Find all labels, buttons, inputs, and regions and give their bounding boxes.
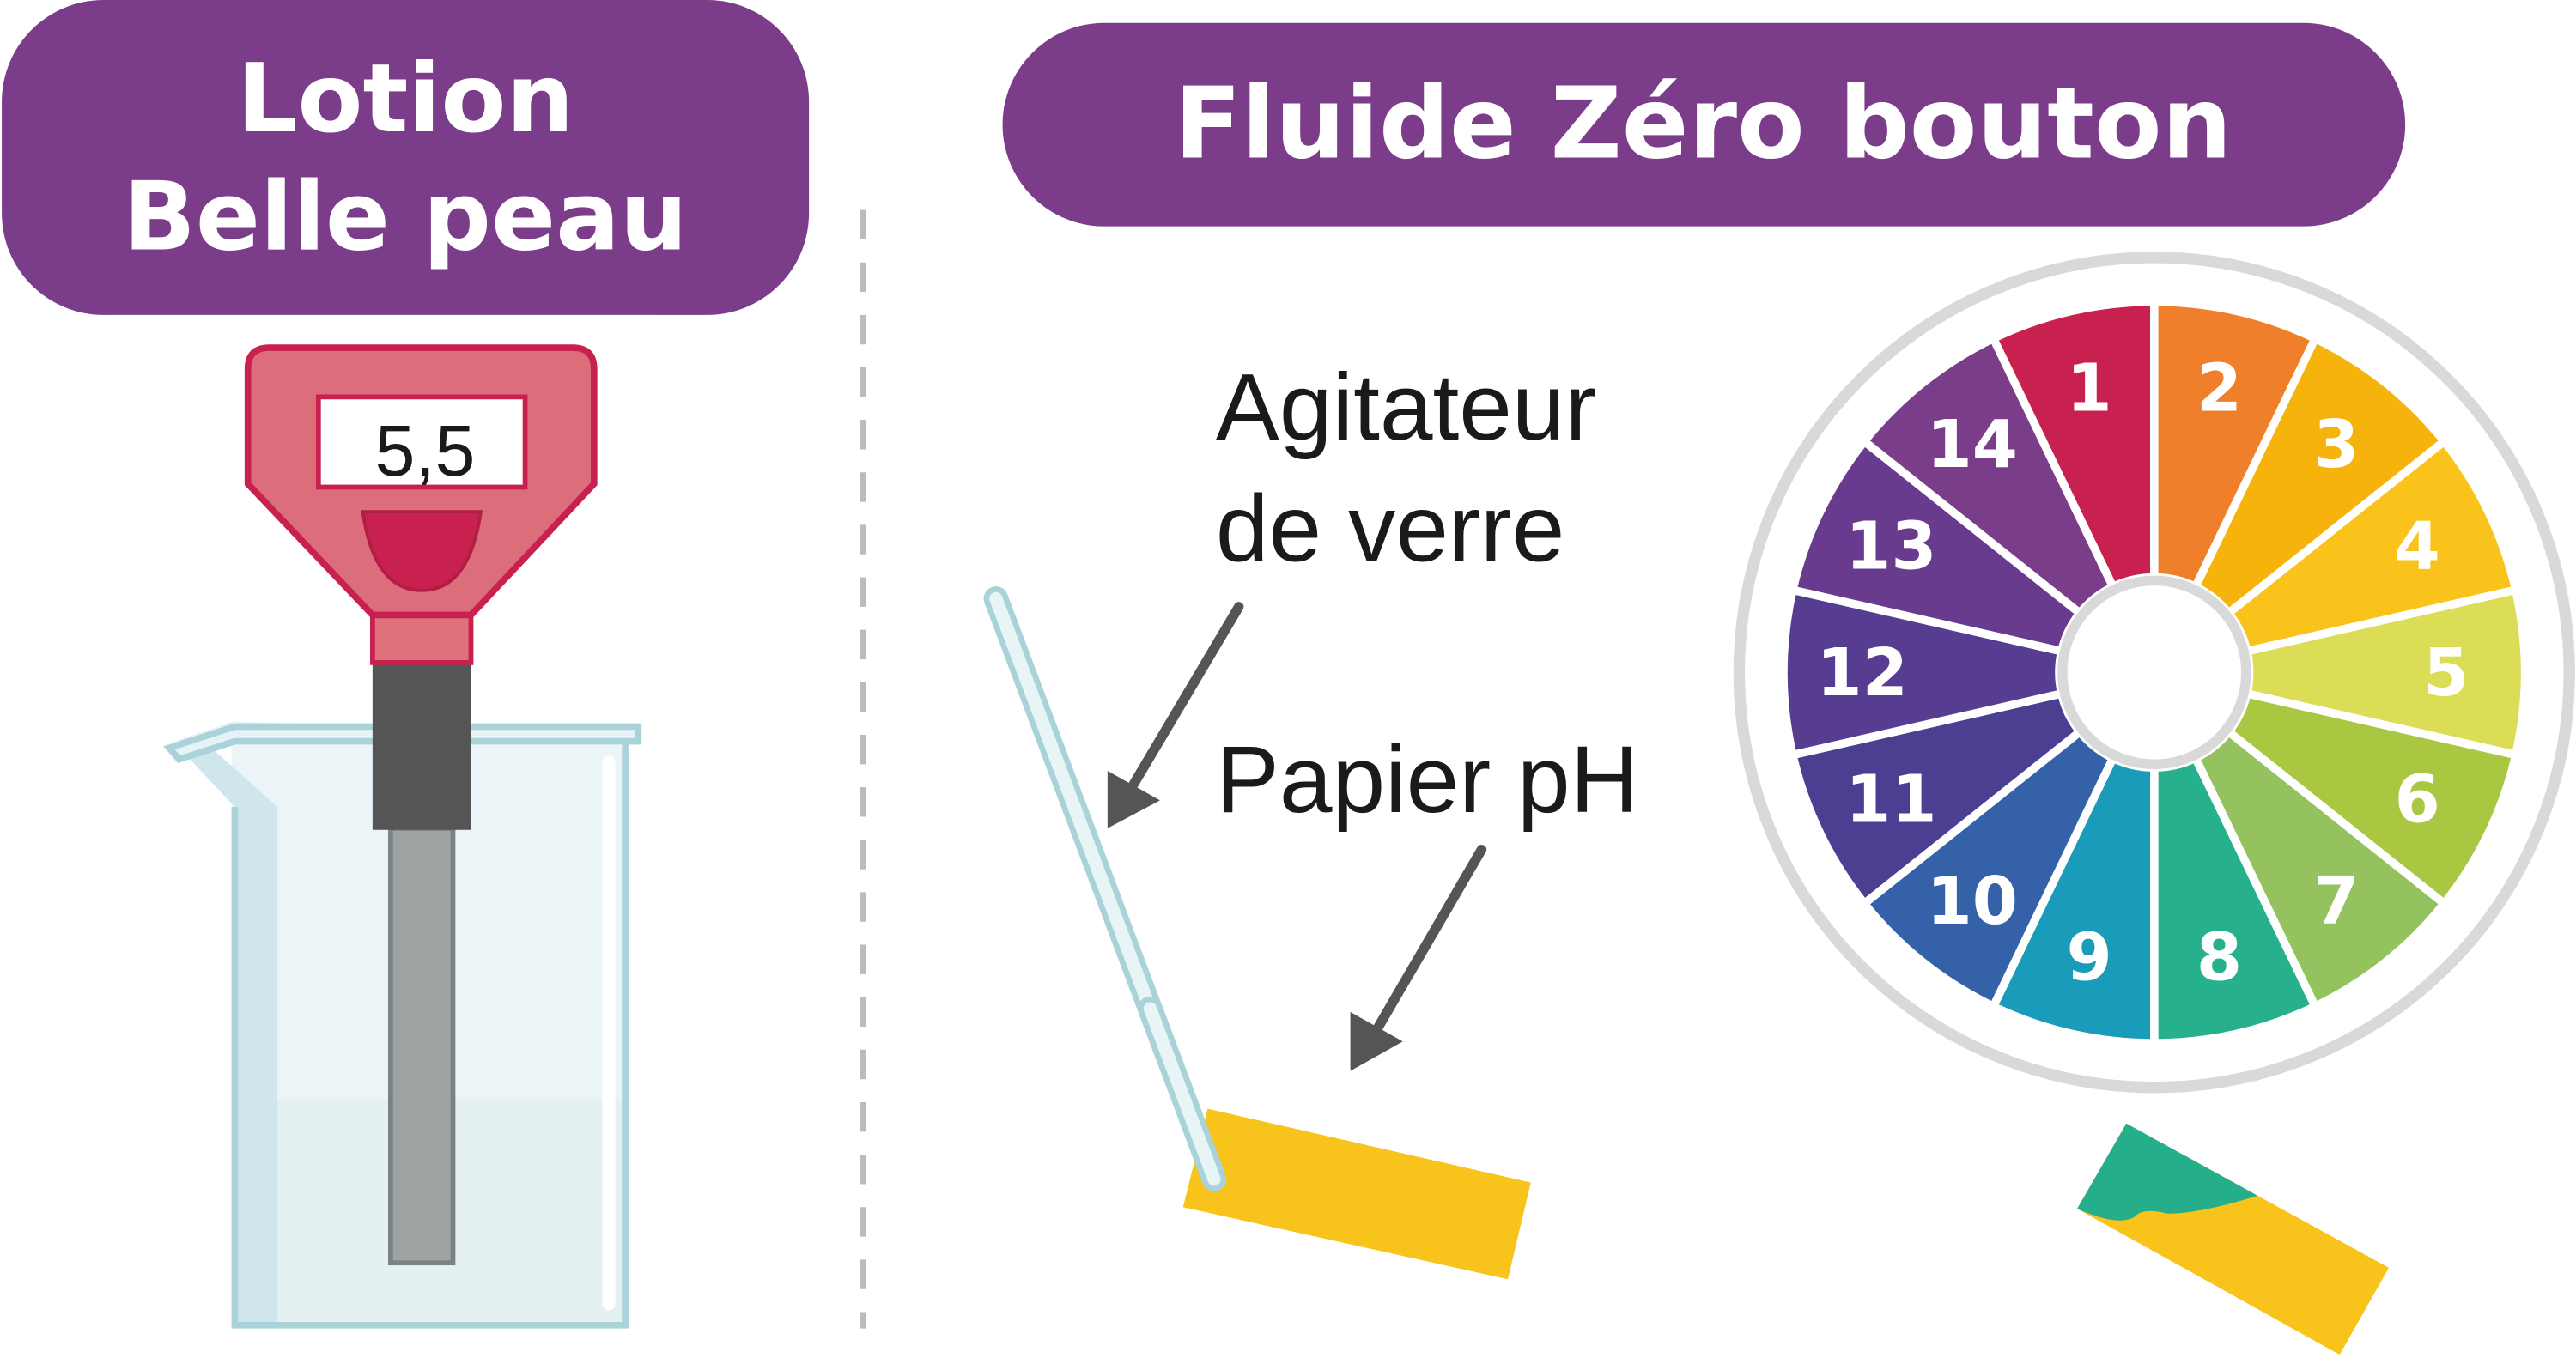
ph-segment-label: 6 bbox=[2395, 762, 2440, 839]
ph-meter: 5,5 bbox=[244, 344, 598, 1266]
wheel-center bbox=[2057, 575, 2251, 770]
arrow-to-stirrer bbox=[1107, 602, 1244, 828]
ph-segment-label: 5 bbox=[2423, 635, 2469, 712]
ph-segment-label: 3 bbox=[2313, 407, 2359, 483]
ph-meter-display bbox=[315, 394, 528, 490]
ph-segment-label: 9 bbox=[2067, 920, 2112, 997]
stirrer-label-line1: Agitateur bbox=[1216, 355, 1596, 460]
paper-label: Papier pH bbox=[1216, 727, 1639, 833]
ph-meter-reading: 5,5 bbox=[375, 410, 476, 491]
ph-segment-label: 4 bbox=[2395, 509, 2440, 585]
ph-segment-label: 12 bbox=[1817, 635, 1908, 712]
lotion-title-line2: Belle peau bbox=[123, 161, 687, 272]
lotion-title-pill: Lotion Belle peau bbox=[2, 0, 810, 315]
glass-stirrer-tip bbox=[1138, 996, 1227, 1192]
ph-segment-label: 1 bbox=[2067, 351, 2112, 427]
ph-segment-label: 13 bbox=[1845, 509, 1936, 585]
ph-segment-label: 10 bbox=[1927, 864, 2018, 940]
ph-segment-label: 11 bbox=[1845, 762, 1936, 839]
ph-segment-label: 2 bbox=[2196, 351, 2242, 427]
ph-result-strip bbox=[2077, 1123, 2390, 1355]
stirrer-label-line2: de verre bbox=[1216, 476, 1564, 581]
ph-segment-label: 8 bbox=[2196, 920, 2242, 997]
fluide-title-pill: Fluide Zéro bouton bbox=[1002, 22, 2406, 227]
ph-meter-button bbox=[361, 510, 483, 592]
lotion-title-line1: Lotion bbox=[237, 44, 574, 155]
ph-paper-strip bbox=[1182, 1108, 1531, 1280]
ph-segment-label: 7 bbox=[2313, 864, 2359, 940]
fluide-title: Fluide Zéro bouton bbox=[1174, 67, 2232, 181]
arrow-to-paper bbox=[1350, 844, 1487, 1071]
ph-segment-label: 14 bbox=[1927, 407, 2018, 483]
